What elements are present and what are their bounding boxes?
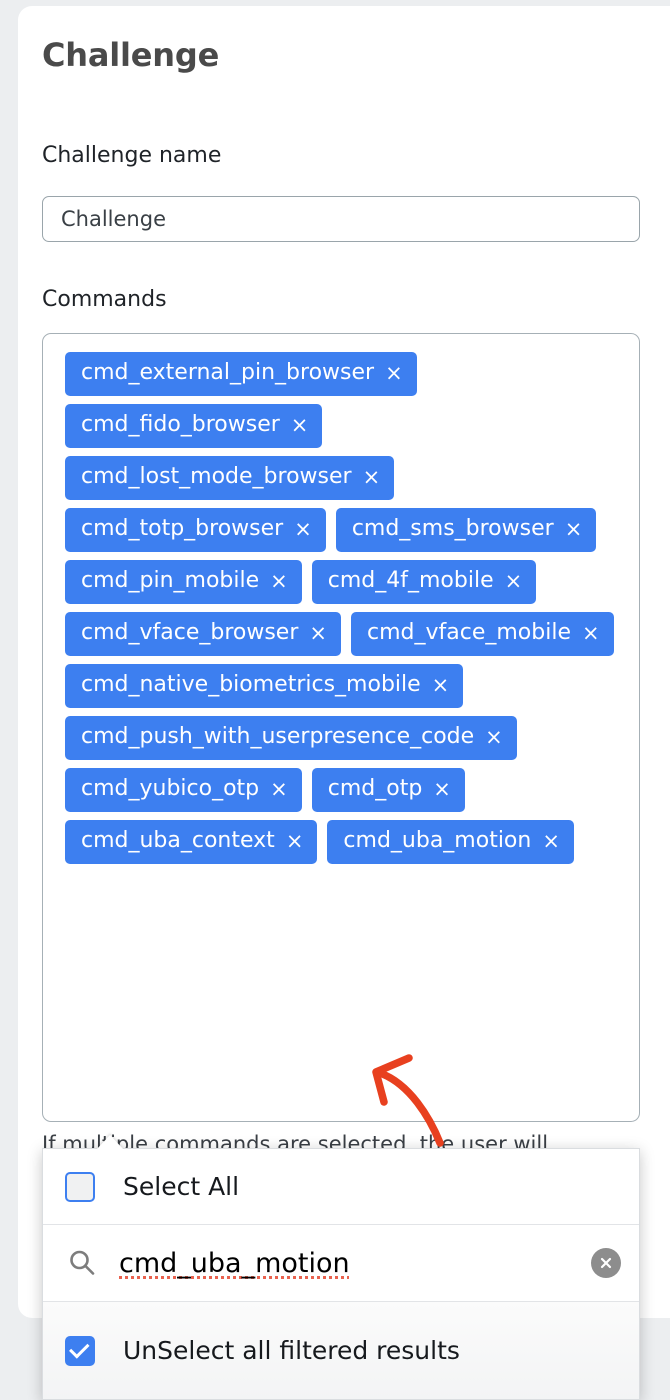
settings-card: Challenge Challenge name Commands cmd_ex… — [18, 6, 670, 1318]
clear-search-icon[interactable] — [591, 1248, 621, 1278]
dropdown-search-row[interactable] — [43, 1225, 639, 1302]
search-icon — [70, 1250, 95, 1275]
command-tag[interactable]: cmd_native_biometrics_mobile × — [65, 664, 464, 708]
command-tag-label: cmd_vface_mobile — [367, 620, 571, 645]
dropdown-caret-icon — [96, 1135, 124, 1150]
command-tag[interactable]: cmd_push_with_userpresence_code × — [65, 716, 517, 760]
command-tag-remove-icon[interactable]: × — [431, 672, 450, 697]
select-all-checkbox[interactable] — [65, 1171, 95, 1202]
command-tag-label: cmd_yubico_otp — [81, 776, 260, 801]
command-tag-label: cmd_native_biometrics_mobile — [81, 672, 421, 697]
command-tag-remove-icon[interactable]: × — [581, 620, 600, 645]
command-tag-label: cmd_totp_browser — [81, 516, 284, 541]
command-tag[interactable]: cmd_sms_browser × — [335, 508, 597, 552]
command-tag-remove-icon[interactable]: × — [285, 828, 304, 853]
command-tag[interactable]: cmd_totp_browser × — [65, 508, 326, 552]
command-tag[interactable]: cmd_yubico_otp × — [65, 768, 302, 812]
command-tag-label: cmd_vface_browser — [81, 620, 299, 645]
command-tag[interactable]: cmd_uba_motion × — [327, 820, 574, 864]
command-tag[interactable]: cmd_external_pin_browser × — [65, 352, 417, 396]
command-tag[interactable]: cmd_vface_mobile × — [351, 612, 614, 656]
command-tag[interactable]: cmd_otp × — [311, 768, 465, 812]
command-tag[interactable]: cmd_pin_mobile × — [65, 560, 302, 604]
command-tag-remove-icon[interactable]: × — [504, 568, 523, 593]
command-tag-label: cmd_uba_motion — [343, 828, 532, 853]
command-tag-label: cmd_external_pin_browser — [81, 360, 375, 385]
command-tag-remove-icon[interactable]: × — [542, 828, 560, 853]
unselect-all-filtered-label: UnSelect all filtered results — [123, 1336, 460, 1365]
dropdown-item-unselect-all-filtered[interactable]: UnSelect all filtered results — [43, 1302, 639, 1399]
command-tag-remove-icon[interactable]: × — [362, 464, 381, 489]
commands-label: Commands — [42, 287, 167, 312]
command-tag-label: cmd_sms_browser — [351, 516, 554, 541]
command-tag-label: cmd_otp — [327, 776, 423, 801]
commands-multiselect-box[interactable]: cmd_external_pin_browser×cmd_fido_browse… — [42, 333, 640, 1122]
select-all-label: Select All — [123, 1172, 240, 1201]
command-tag-remove-icon[interactable]: × — [433, 776, 451, 801]
command-tag[interactable]: cmd_4f_mobile × — [311, 560, 537, 604]
command-tag-remove-icon[interactable]: × — [290, 412, 309, 437]
command-tag-label: cmd_push_with_userpresence_code — [81, 724, 475, 749]
command-tag-remove-icon[interactable]: × — [485, 724, 503, 749]
command-tag[interactable]: cmd_fido_browser × — [65, 404, 323, 448]
page-title: Challenge — [42, 36, 220, 74]
unselect-all-filtered-checkbox[interactable] — [65, 1335, 95, 1366]
command-tag-label: cmd_uba_context — [81, 828, 275, 853]
command-tag-label: cmd_fido_browser — [81, 412, 280, 437]
command-tag-label: cmd_4f_mobile — [327, 568, 494, 593]
commands-tag-list: cmd_external_pin_browser×cmd_fido_browse… — [65, 352, 625, 864]
command-tag-remove-icon[interactable]: × — [294, 516, 312, 541]
dropdown-item-select-all[interactable]: Select All — [43, 1149, 639, 1225]
command-tag[interactable]: cmd_lost_mode_browser × — [65, 456, 395, 500]
dropdown-search-input[interactable] — [119, 1247, 581, 1279]
challenge-name-label: Challenge name — [42, 143, 222, 168]
command-tag-remove-icon[interactable]: × — [270, 776, 288, 801]
command-tag-remove-icon[interactable]: × — [385, 360, 403, 385]
command-tag-label: cmd_pin_mobile — [81, 568, 260, 593]
command-tag[interactable]: cmd_vface_browser × — [65, 612, 341, 656]
commands-dropdown-popup[interactable]: Select All UnSelect all filtered results — [42, 1148, 640, 1400]
command-tag-label: cmd_lost_mode_browser — [81, 464, 352, 489]
command-tag-remove-icon[interactable]: × — [309, 620, 327, 645]
command-tag-remove-icon[interactable]: × — [270, 568, 288, 593]
command-tag-remove-icon[interactable]: × — [564, 516, 583, 541]
challenge-name-input[interactable] — [42, 196, 640, 242]
command-tag[interactable]: cmd_uba_context × — [65, 820, 318, 864]
